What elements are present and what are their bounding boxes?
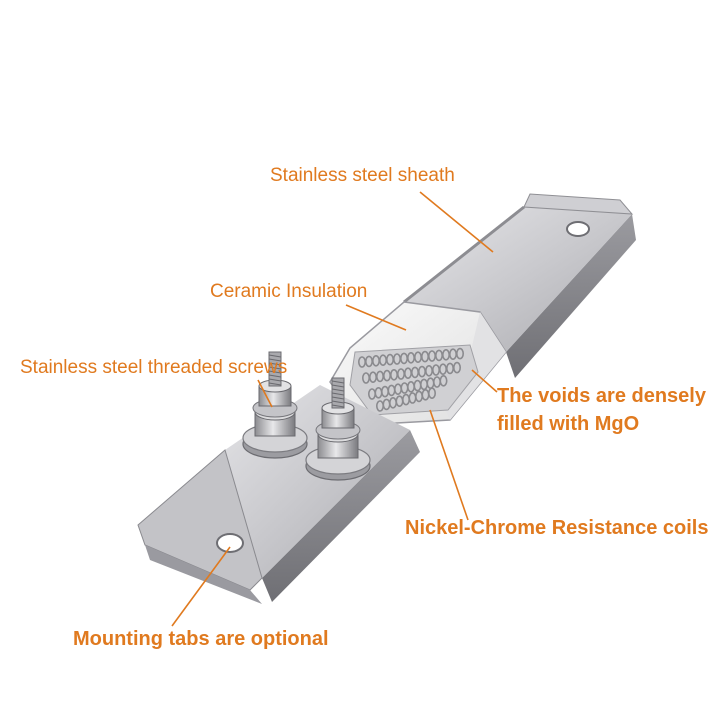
- terminal-screws: [242, 351, 371, 481]
- label-sheath: Stainless steel sheath: [270, 165, 455, 186]
- leader-lines: [171, 191, 498, 627]
- screw-thread: [268, 374, 282, 378]
- leader-line-screws: [257, 379, 273, 408]
- leader-line-sheath: [419, 191, 494, 253]
- label-voids-line1: The voids are densely: [497, 385, 706, 407]
- leader-line-tabs: [171, 546, 231, 627]
- label-mounting-tabs: Mounting tabs are optional: [73, 628, 329, 650]
- screw-thread: [331, 380, 345, 384]
- mounting-slot-icon: [216, 533, 244, 553]
- screw-thread: [331, 400, 345, 404]
- coil-loop: [439, 374, 448, 387]
- leader-line-voids: [471, 369, 498, 393]
- screw-thread: [331, 384, 345, 388]
- coil-loop: [455, 347, 464, 360]
- label-voids-line2: filled with MgO: [497, 413, 640, 435]
- coil-loop: [427, 387, 436, 400]
- mounting-slot-icon: [566, 221, 590, 237]
- label-resistance-coils: Nickel-Chrome Resistance coils: [405, 517, 709, 539]
- label-threaded-screws: Stainless steel threaded screws: [20, 357, 288, 378]
- screw-thread: [331, 388, 345, 392]
- screw-thread: [268, 354, 282, 358]
- coil-loop: [452, 361, 461, 374]
- screw-thread: [268, 378, 282, 382]
- resistance-coil-bank: [349, 344, 479, 416]
- leader-line-insulation: [345, 304, 407, 331]
- screw-thread: [331, 404, 345, 408]
- screw-thread: [268, 382, 282, 386]
- screw-thread: [331, 392, 345, 396]
- label-ceramic-insulation: Ceramic Insulation: [210, 281, 368, 302]
- screw-thread: [268, 366, 282, 370]
- screw-thread: [268, 370, 282, 374]
- screw-thread: [268, 358, 282, 362]
- leader-line-coils: [429, 409, 469, 521]
- screw-thread: [268, 362, 282, 366]
- screw-thread: [331, 396, 345, 400]
